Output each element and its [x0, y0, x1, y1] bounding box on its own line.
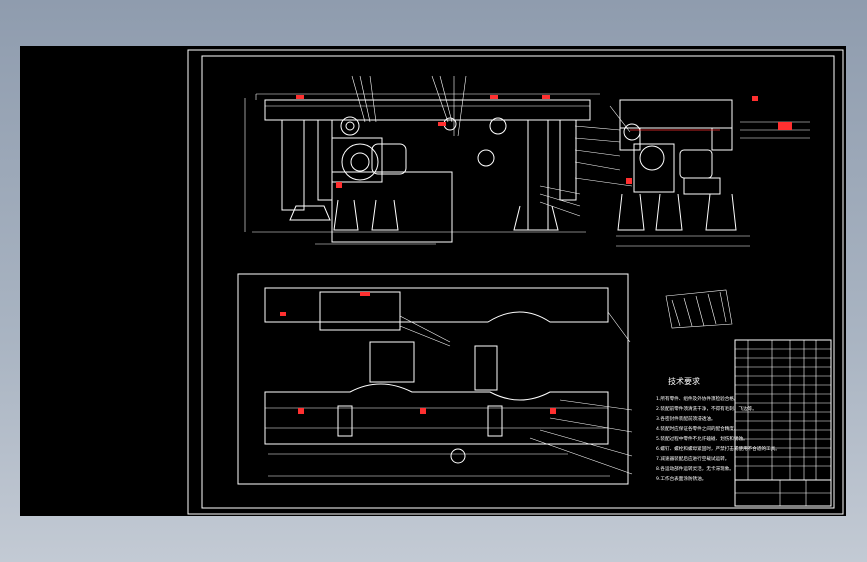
sheet-inner-border [201, 55, 835, 509]
tech-requirements: 技术要求 1.所有零件、组件及外协件须检验合格。 2.装配前零件须清洗干净，不得… [656, 376, 780, 482]
tech-req-line: 5.装配过程中零件不允许磕碰、划伤和锈蚀。 [656, 435, 748, 442]
side-view-red-marks [626, 96, 792, 184]
tech-req-line: 9.工作台表面涂防锈油。 [656, 475, 706, 482]
top-view [237, 273, 633, 485]
side-view [574, 99, 810, 247]
tech-req-title: 技术要求 [668, 376, 700, 386]
tech-req-line: 1.所有零件、组件及外协件须检验合格。 [656, 395, 738, 402]
tech-req-line: 4.装配时应保证各零件之间的配合精度。 [656, 425, 738, 432]
tech-req-line: 2.装配前零件须清洗干净，不得有毛刺、飞边等。 [656, 405, 757, 412]
front-view-red-marks [296, 95, 550, 188]
cad-viewport[interactable]: 技术要求 1.所有零件、组件及外协件须检验合格。 2.装配前零件须清洗干净，不得… [20, 46, 846, 516]
tech-req-line: 7.减速器装配后应进行空载试运转。 [656, 455, 729, 462]
front-view [244, 75, 600, 245]
top-view-red-marks [280, 292, 556, 414]
section-detail [665, 289, 733, 329]
title-block [734, 479, 832, 507]
sheet-outer-border [187, 49, 844, 515]
tech-req-line: 3.各密封件装配前须浸透油。 [656, 415, 716, 422]
tech-req-line: 6.螺钉、螺栓和螺母紧固时，严禁打击或使用不合适的工具。 [656, 445, 780, 452]
tech-req-line: 8.各运动部件运转灵活，无卡滞现象。 [656, 465, 734, 472]
assembly-drawing: 技术要求 1.所有零件、组件及外协件须检验合格。 2.装配前零件须清洗干净，不得… [187, 49, 844, 515]
